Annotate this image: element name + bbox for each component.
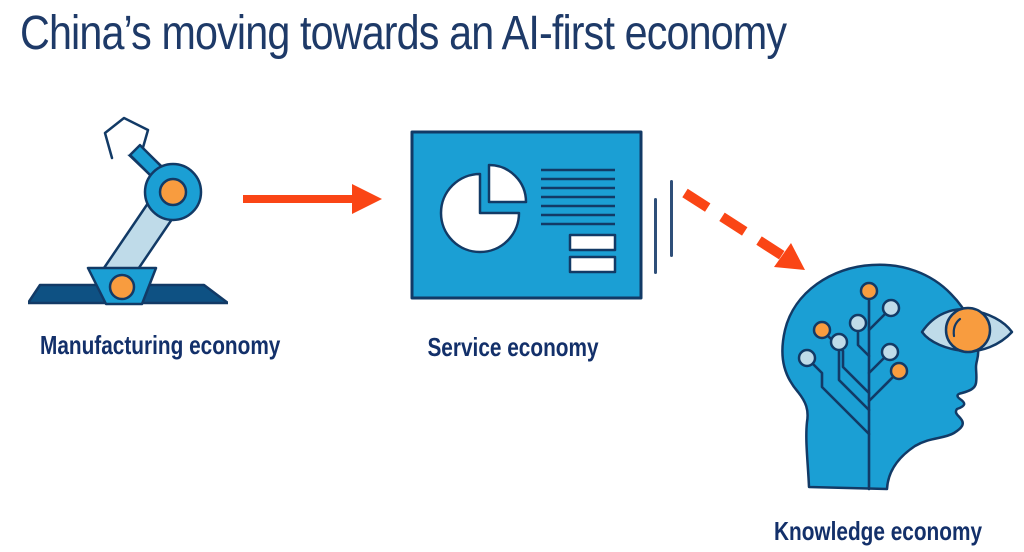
dashboard-pie-chart-icon [410,130,643,300]
motion-line [670,180,673,257]
stage-label-manufacturing: Manufacturing economy [40,330,281,360]
dashboard-text-lines [541,168,615,226]
circuit-node-blue [880,342,900,362]
robot-mount-joint [108,273,136,301]
dashboard-button [568,255,617,274]
pie-chart-slice [487,163,528,204]
head-profile [781,263,980,491]
robot-arm-icon [28,116,228,306]
circuit-node-orange [812,320,832,340]
eye-iris [944,306,992,354]
head-circuit-eye-icon [781,263,1014,491]
solid-right-arrow-icon [243,184,382,214]
circuit-node-blue [881,298,901,318]
circuit-node-blue [848,313,868,333]
circuit-node-orange [889,361,909,381]
stage-label-service: Service economy [427,332,599,362]
dashboard-button [568,233,617,252]
robot-elbow-joint [158,177,188,207]
circuit-tree [797,281,909,491]
circuit-node-orange [859,281,879,301]
slide-title: China’s moving towards an AI-first econo… [20,7,787,60]
circuit-node-blue [829,332,849,352]
motion-line [654,198,657,274]
circuit-node-blue [797,348,817,368]
eye-iris-highlight [952,317,962,338]
pie-chart-body [439,172,521,254]
dashed-diagonal-arrow-icon [682,188,805,270]
stage-label-knowledge: Knowledge economy [774,516,983,546]
